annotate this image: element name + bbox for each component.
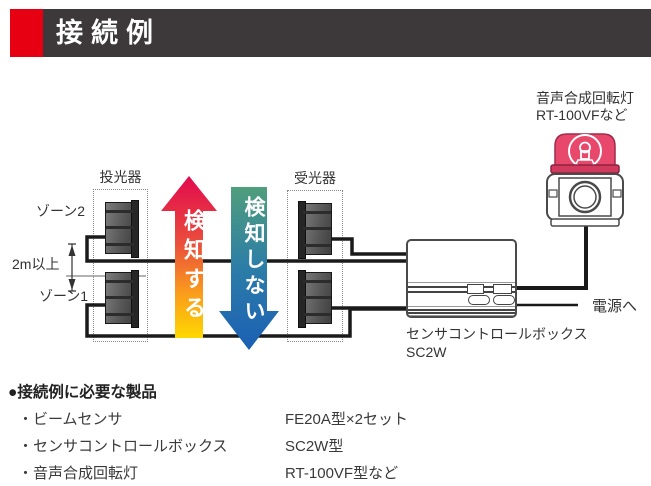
light-bottom-plate (550, 218, 620, 227)
control-box-label-line2: SC2W (406, 344, 447, 360)
product-name: ・センサコントロールボックス (18, 438, 228, 455)
product-model: FE20A型×2セット (285, 411, 408, 428)
rotating-light-label-line1: 音声合成回転灯 (536, 90, 634, 106)
product-name: ・ビームセンサ (18, 411, 123, 428)
control-box-line (408, 306, 515, 307)
required-products-section: ●接続例に必要な製品 ・ビームセンサ FE20A型×2セット ・センサコントロール… (8, 380, 643, 483)
sensor-control-box (406, 239, 517, 318)
control-box-line (408, 309, 515, 311)
light-left-slot (548, 189, 558, 198)
product-row: ・センサコントロールボックス SC2W型 (8, 437, 643, 456)
header-red-accent (10, 9, 43, 57)
dimension-arrow-up (68, 245, 76, 256)
header-bar (43, 9, 651, 57)
zone2-label: ゾーン2 (36, 203, 86, 219)
light-right-slot (612, 189, 622, 198)
cable-rotating-light (517, 220, 588, 290)
dimension-arrow-down (68, 279, 76, 290)
rotating-light (546, 133, 624, 227)
transmitter-zone2 (105, 200, 139, 258)
control-box-terminal (467, 284, 484, 294)
section-header: 接続例 (10, 9, 651, 57)
receiver-zone1 (298, 270, 332, 328)
product-row: ・音声合成回転灯 RT-100VF型など (8, 464, 643, 483)
product-row: ・ビームセンサ FE20A型×2セット (8, 410, 643, 429)
control-box-line (408, 312, 515, 314)
product-name: ・音声合成回転灯 (18, 465, 139, 482)
receiver-group-box (287, 190, 343, 342)
control-box-button (493, 295, 515, 305)
control-box-line (408, 286, 515, 288)
rotating-light-label-line2: RT-100VFなど (536, 107, 628, 123)
light-speaker-inner (573, 185, 597, 209)
control-box-line (408, 315, 515, 316)
control-box-terminal (493, 284, 512, 294)
transmitter-zone1 (105, 270, 139, 328)
cable-zone2-receiver (327, 237, 406, 256)
detect-arrow-label: 検知する (181, 209, 206, 325)
product-model: SC2W型 (285, 438, 344, 455)
receiver-label: 受光器 (294, 170, 336, 186)
transmitter-label: 投光器 (99, 169, 142, 185)
no-detect-arrow-label: 検知しない (242, 196, 265, 326)
products-heading: ●接続例に必要な製品 (8, 384, 157, 401)
control-box-line (408, 291, 515, 293)
receiver-zone2 (298, 201, 332, 259)
detect-arrow (161, 176, 217, 338)
control-box-label: センサコントロールボックス SC2W (406, 325, 588, 361)
control-box-line (408, 282, 515, 283)
no-detect-arrow (219, 187, 279, 350)
rotating-light-label: 音声合成回転灯 RT-100VFなど (536, 90, 634, 124)
light-bulb-stem (580, 150, 590, 160)
zone1-label: ゾーン1 (39, 288, 89, 304)
page-title: 接続例 (56, 18, 161, 48)
product-model: RT-100VF型など (285, 465, 399, 482)
control-box-button (468, 295, 490, 305)
light-dome-band (550, 164, 620, 174)
distance-label: 2m以上 (12, 256, 60, 272)
control-box-label-line1: センサコントロールボックス (406, 326, 588, 342)
power-label: 電源へ (592, 298, 638, 315)
transmitter-group-box (93, 189, 148, 342)
light-bulb (579, 141, 591, 154)
